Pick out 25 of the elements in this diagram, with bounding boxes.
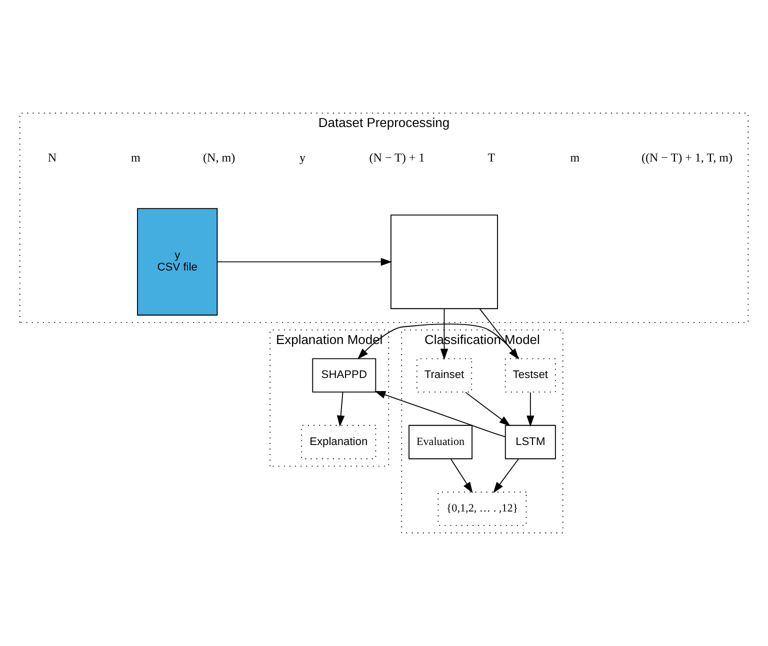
arrow xyxy=(493,458,519,494)
label: m xyxy=(130,150,140,165)
label: (N − T) + 1 xyxy=(369,150,425,165)
label: y xyxy=(299,150,306,165)
node-box: Testset xyxy=(504,358,556,392)
node-box xyxy=(390,214,498,310)
arrow xyxy=(336,392,345,427)
node-box: y CSV file xyxy=(137,208,218,316)
arrow xyxy=(526,392,534,427)
label: m xyxy=(570,150,580,165)
node-box: LSTM xyxy=(504,424,556,460)
node-box: SHAPPD xyxy=(312,358,376,392)
node-box: Evaluation xyxy=(408,424,472,460)
arrow xyxy=(450,458,473,494)
arrow xyxy=(216,258,392,266)
label: T xyxy=(488,150,496,165)
arrow xyxy=(440,308,448,360)
arrow xyxy=(374,391,506,438)
arrow xyxy=(465,392,510,426)
node-box: {0,1,2, … . ,12} xyxy=(438,492,527,526)
label: N xyxy=(48,150,57,165)
label: ((N − T) + 1, T, m) xyxy=(641,150,733,165)
node-box: Trainset xyxy=(416,358,472,392)
label: (N, m) xyxy=(203,150,236,165)
node-box: Explanation xyxy=(301,424,376,460)
